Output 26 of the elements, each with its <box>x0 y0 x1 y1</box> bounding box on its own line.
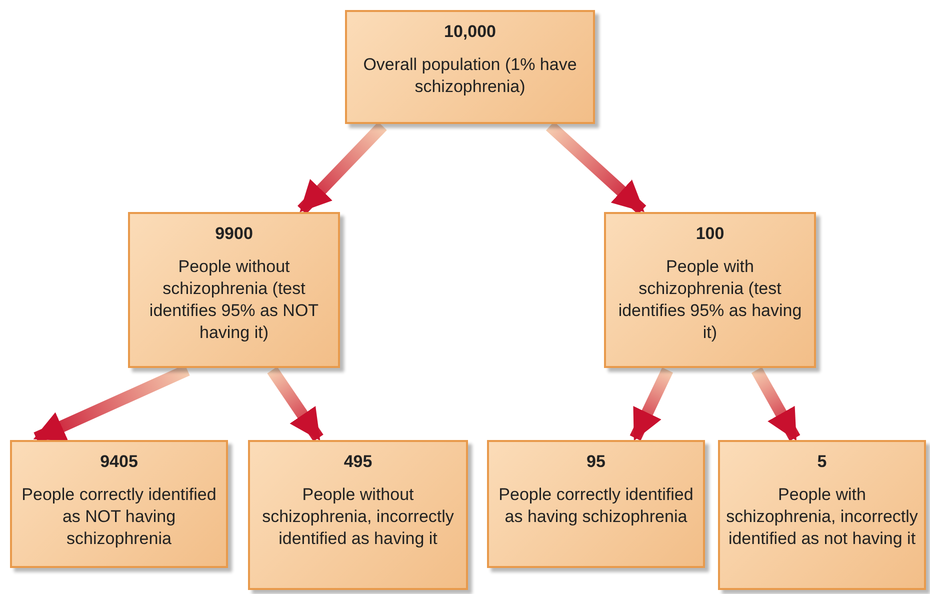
process-box <box>128 212 340 368</box>
box-text: People without schizophrenia (test identifies 95% as NOT having it) <box>148 256 320 344</box>
process-box <box>10 440 228 568</box>
arrow <box>546 122 646 214</box>
count-label: 10,000 <box>444 22 496 42</box>
box-text: People correctly identified as NOT having schizophrenia <box>20 484 218 550</box>
count-label: 100 <box>696 224 724 244</box>
count-label: 5 <box>817 452 827 472</box>
count-label: 495 <box>344 452 372 472</box>
process-box <box>604 212 816 368</box>
box-text: People with schizophrenia, incorrectly identified as not having it <box>726 484 918 550</box>
arrow <box>751 367 800 441</box>
process-box <box>345 10 595 124</box>
box-text: Overall population (1% have schizophrenia) <box>362 54 578 98</box>
box-text: People correctly identified as having schizophrenia <box>498 484 694 528</box>
count-label: 9405 <box>100 452 138 472</box>
process-box <box>248 440 468 590</box>
arrow <box>298 122 387 214</box>
box-text: People with schizophrenia (test identifies 95% as having it) <box>617 256 803 344</box>
box-text: People without schizophrenia, incorrectly identified as having it <box>261 484 455 550</box>
arrow <box>267 366 324 442</box>
process-box <box>487 440 705 568</box>
arrow <box>630 367 674 441</box>
count-label: 95 <box>586 452 606 472</box>
process-box <box>718 440 926 590</box>
count-label: 9900 <box>215 224 253 244</box>
